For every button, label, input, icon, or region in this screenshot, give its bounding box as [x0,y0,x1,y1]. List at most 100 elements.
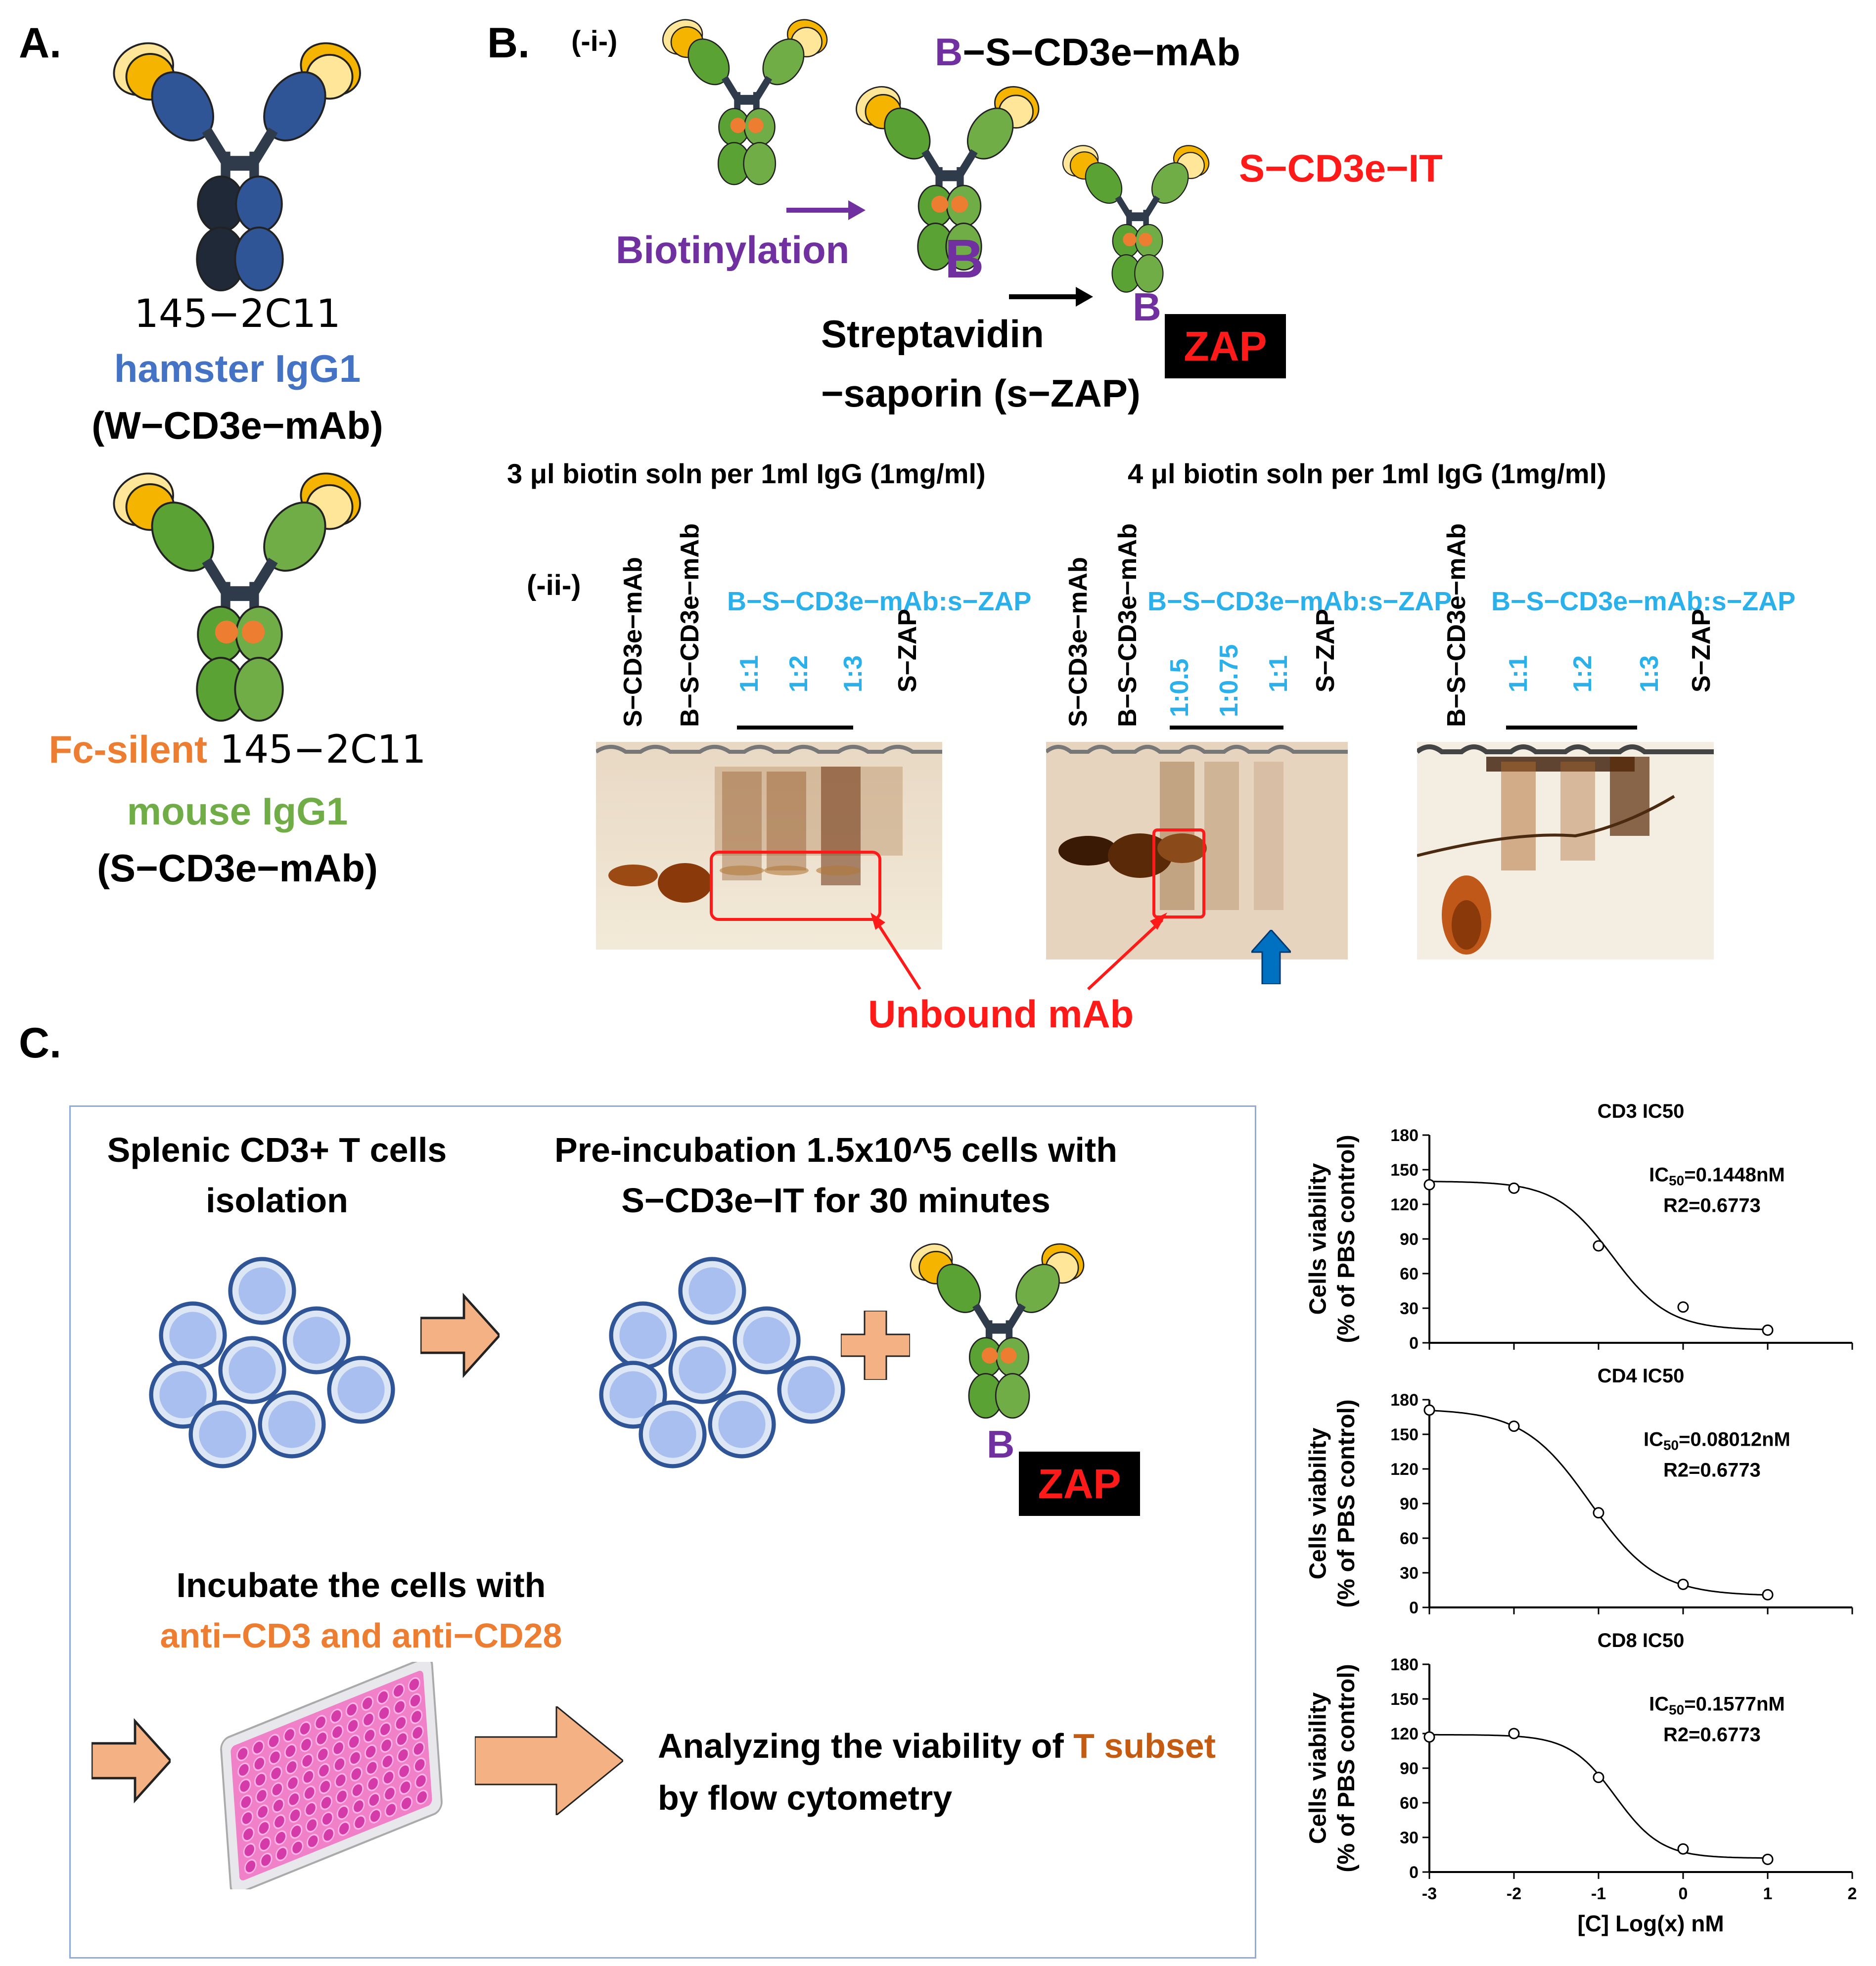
gel2-ratio-1-1: 1:1 [1264,655,1293,692]
plate-well [268,1734,280,1749]
data-point [1762,1324,1774,1336]
mouse-clone-line: Fc-silent 145−2C11 [15,727,460,772]
y-tick-label: 90 [1400,1759,1418,1778]
plate-well [400,1796,413,1811]
t-cell-icon [188,1400,257,1469]
plate-well [365,1744,377,1759]
plate-well [345,1702,358,1717]
plate-well [408,1677,420,1692]
b-s-cd3e-mab-title: B−S−CD3e−mAb [935,30,1240,75]
step2-line2: S−CD3e−IT for 30 minutes [621,1181,1051,1220]
data-point [1508,1728,1520,1739]
x-tick-label: 0 [1679,1884,1688,1903]
plate-well [384,1802,397,1818]
plate-wells [236,1677,428,1874]
gel2-lane-s-zap: S−ZAP [1311,608,1340,692]
plate-well [257,1820,270,1835]
plate-well [348,1734,361,1749]
plate-well [288,1808,302,1823]
plate-well [363,1728,376,1743]
gel1-ratio-1-1: 1:1 [735,655,764,692]
plate-well [301,1753,314,1769]
plate-well [332,1740,345,1756]
r2-annotation: R2=0.6773 [1663,1724,1761,1745]
step4-line1: Analyzing the viability of T subset [658,1726,1216,1766]
plate-well [394,1715,407,1731]
plate-well [259,1836,272,1852]
plate-well [302,1769,315,1784]
plate-well [243,1843,256,1858]
plate-well [350,1766,363,1782]
plate-well [393,1699,406,1715]
plate-well [260,1852,273,1868]
t-cell-icon [257,1390,326,1459]
workflow-arrow-3-icon [475,1706,623,1815]
plate-well [305,1818,318,1833]
gel1-ratio-bar [737,726,853,730]
blue-up-arrow-icon [1251,930,1291,984]
gel3-lane-s-zap: S−ZAP [1687,608,1716,692]
plate-well [269,1750,281,1765]
plate-well [307,1833,320,1849]
ic50-annotation: IC50=0.1448nM [1649,1164,1785,1188]
plate-well [320,1795,333,1810]
plate-well [366,1776,379,1791]
y-axis-label: Cells viability(% of PBS control) [1305,1399,1360,1607]
x-axis-label: [C] Log(x) nM [1577,1911,1724,1936]
workflow-arrow-1-icon [420,1286,500,1385]
fit-curve [1429,1734,1768,1859]
w-cd3e-mab-label: (W−CD3e−mAb) [92,404,383,447]
step2-text: Pre-incubation 1.5x10^5 cells with S−CD3… [514,1125,1157,1226]
gel-image-1 [596,742,942,950]
plate-well [376,1690,389,1705]
ic50-annotation: IC50=0.1577nM [1649,1693,1785,1717]
plate-well [352,1798,365,1814]
plate-well [237,1762,250,1778]
plate-well [256,1804,269,1820]
plus-icon [841,1311,910,1380]
b-s-cd3e-mab-rest: −S−CD3e−mAb [962,30,1240,74]
unbound-arrows-icon [870,913,1167,991]
s-cd3e-mab-label: (S−CD3e−mAb) [97,846,378,890]
y-tick-label: 0 [1409,1863,1418,1882]
plate-well [335,1789,348,1804]
biotin-b-prefix: B [935,30,963,74]
plate-well [338,1821,351,1836]
s-cd3e-it-conjugate-icon [905,1241,1093,1429]
panel-a-label: A. [19,19,61,67]
y-tick-label: 30 [1400,1299,1418,1318]
t-cell-icon [777,1355,846,1424]
plate-well [380,1737,393,1753]
gel-title-4ul: 4 μl biotin soln per 1ml IgG (1mg/ml) [1128,458,1606,489]
gel-title-3ul: 3 μl biotin soln per 1ml IgG (1mg/ml) [507,458,986,489]
data-point [1762,1853,1774,1865]
plate-well [415,1789,428,1805]
gel1-unbound-box [710,851,881,921]
streptavidin-label: Streptavidin [821,312,1044,356]
plate-well [236,1746,249,1762]
plate-well [382,1770,395,1785]
zap-box-top: ZAP [1165,314,1286,378]
y-axis-label: Cells viability(% of PBS control) [1305,1664,1360,1872]
plate-well [271,1782,283,1797]
cell-cluster-2 [598,1256,846,1469]
plate-well [366,1760,378,1776]
plate-well [284,1743,297,1759]
y-tick-label: 180 [1390,1126,1418,1145]
data-point [1677,1301,1689,1313]
plate-well [349,1750,362,1766]
plate-well [414,1773,427,1789]
gel3-ratio-1-2: 1:2 [1568,655,1597,692]
plate-well [377,1705,391,1721]
plate-well [411,1725,424,1740]
plate-well [275,1846,288,1862]
step3-text: Incubate the cells with anti−CD3 and ant… [99,1560,623,1661]
fit-curve [1429,1181,1768,1330]
plate-well [319,1779,331,1794]
t-cell-icon [608,1301,678,1370]
step2-line1: Pre-incubation 1.5x10^5 cells with [554,1131,1117,1169]
gel-image-2 [1046,742,1348,960]
gel3-complex-label: B−S−CD3e−mAb:s−ZAP [1491,587,1796,616]
data-point [1762,1589,1774,1600]
